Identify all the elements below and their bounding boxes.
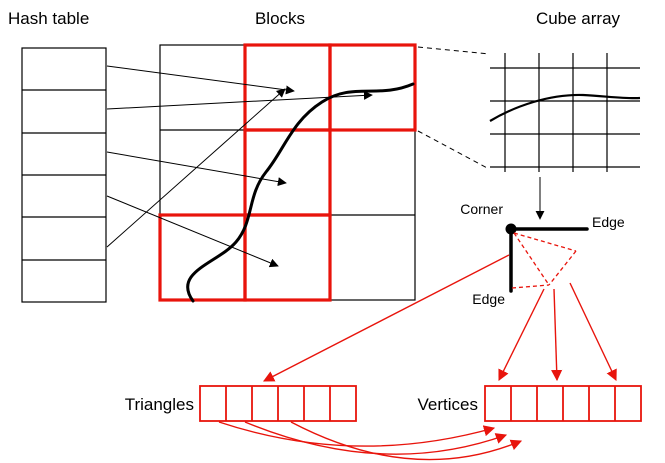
hash-table bbox=[21, 47, 107, 303]
dashed-mesh-line bbox=[511, 284, 550, 289]
surface-curve bbox=[186, 82, 415, 303]
blocks-outline bbox=[159, 44, 416, 301]
corner-to-vertex-arrow bbox=[569, 282, 617, 382]
active-block bbox=[243, 213, 332, 302]
edge-right-label: Edge bbox=[592, 214, 625, 230]
blocks-grid bbox=[159, 44, 416, 301]
zoom-connectors bbox=[417, 46, 490, 170]
vertices-label: Vertices bbox=[418, 395, 478, 414]
active-block bbox=[328, 43, 417, 132]
corner-detail: Corner Edge Edge bbox=[460, 201, 625, 307]
dashed-mesh-line bbox=[513, 232, 577, 252]
index-arc bbox=[290, 421, 523, 461]
vertices-array bbox=[484, 385, 642, 422]
dashed-mesh-line bbox=[513, 232, 550, 286]
corner-label: Corner bbox=[460, 201, 503, 217]
blocks-title: Blocks bbox=[255, 9, 305, 28]
mesh-triangle-dashed bbox=[511, 232, 577, 289]
triangles-array bbox=[199, 385, 357, 422]
cube-array-title: Cube array bbox=[536, 9, 621, 28]
active-block bbox=[243, 43, 332, 132]
zoom-dashed-line bbox=[417, 46, 490, 55]
corner-to-triangles-arrow bbox=[263, 254, 510, 382]
cube-surface-curve bbox=[489, 93, 641, 122]
cube-array bbox=[489, 53, 641, 172]
corner-to-vertex-arrow bbox=[551, 288, 563, 382]
hash-pointer-arrows bbox=[106, 65, 373, 268]
dashed-mesh-line bbox=[548, 250, 577, 286]
hash-table-title: Hash table bbox=[8, 9, 89, 28]
index-arc bbox=[244, 421, 508, 455]
hash-pointer-arrow bbox=[106, 195, 279, 268]
hash-pointer-arrow bbox=[106, 88, 286, 248]
hash-pointer-arrow bbox=[106, 90, 373, 110]
index-arc bbox=[218, 421, 496, 447]
corner-to-vertex-arrow bbox=[498, 288, 545, 382]
reference-arrows bbox=[263, 254, 617, 382]
hash-pointer-arrow bbox=[106, 65, 295, 95]
triangle-to-vertex-arcs bbox=[218, 421, 523, 461]
zoom-dashed-line bbox=[417, 130, 490, 170]
edge-bottom-label: Edge bbox=[472, 291, 505, 307]
active-block bbox=[243, 128, 332, 217]
active-blocks bbox=[158, 43, 417, 302]
triangles-label: Triangles bbox=[125, 395, 194, 414]
active-block bbox=[158, 213, 247, 302]
